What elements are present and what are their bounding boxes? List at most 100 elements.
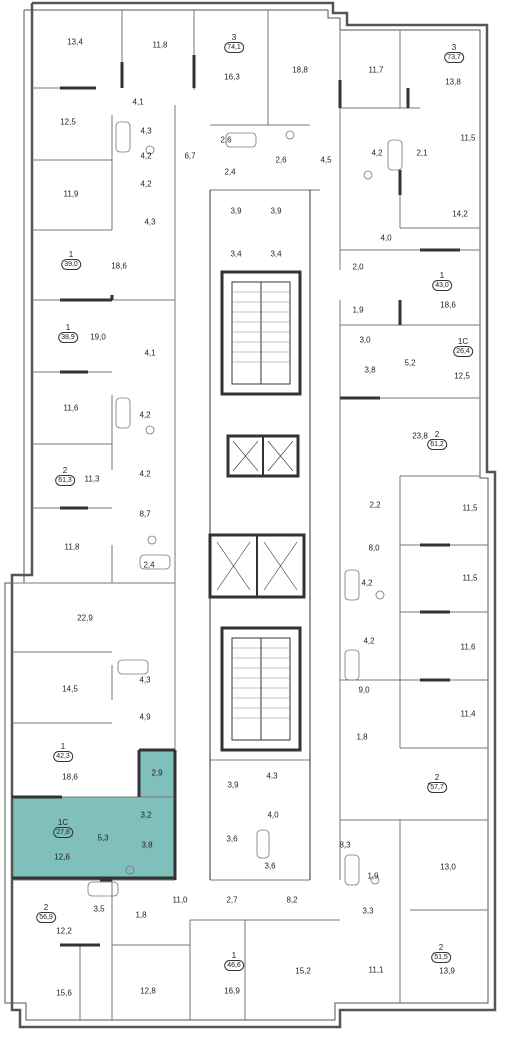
- room-area-label: 3,8: [141, 840, 153, 850]
- room-area-label: 1,9: [367, 871, 379, 881]
- apartment-total-area: 26,4: [453, 346, 473, 357]
- apartment-total-area: 57,7: [427, 782, 447, 793]
- room-area-label: 18,6: [62, 772, 78, 782]
- room-area-label: 4,2: [371, 148, 383, 158]
- room-area-label: 3,4: [270, 249, 282, 259]
- apartment-total-area: 74,1: [224, 42, 244, 53]
- apartment-total-area: 61,3: [55, 475, 75, 486]
- room-area-label: 15,2: [295, 966, 311, 976]
- apartment-rooms-count: 3: [451, 43, 457, 52]
- room-area-label: 2,4: [224, 167, 236, 177]
- room-area-label: 4,0: [380, 233, 392, 243]
- room-area-label: 3,5: [93, 904, 105, 914]
- room-area-label: 4,2: [363, 636, 375, 646]
- core: [208, 190, 311, 880]
- room-area-label: 1,8: [356, 732, 368, 742]
- apartment-total-area: 46,6: [224, 960, 244, 971]
- apartment-rooms-count: 2: [43, 903, 49, 912]
- room-area-label: 11,8: [64, 542, 80, 552]
- room-area-label: 12,5: [60, 117, 76, 127]
- room-area-label: 2,0: [352, 262, 364, 272]
- room-area-label: 22,9: [77, 613, 93, 623]
- room-area-label: 3,2: [140, 810, 152, 820]
- highlighted-apartment-fill[interactable]: [12, 750, 175, 878]
- apartment-rooms-count: 1С: [457, 337, 469, 346]
- room-area-label: 4,1: [132, 97, 144, 107]
- apartment-rooms-count: 2: [434, 773, 440, 782]
- room-area-label: 12,8: [140, 986, 156, 996]
- room-area-label: 9,0: [358, 685, 370, 695]
- room-area-label: 3,8: [364, 365, 376, 375]
- room-area-label: 4,3: [266, 771, 278, 781]
- room-area-label: 4,2: [140, 179, 152, 189]
- room-area-label: 4,1: [144, 348, 156, 358]
- room-area-label: 4,2: [140, 151, 152, 161]
- room-area-label: 2,6: [275, 155, 287, 165]
- room-area-label: 3,3: [362, 906, 374, 916]
- room-area-label: 4,3: [144, 217, 156, 227]
- room-area-label: 3,4: [230, 249, 242, 259]
- room-area-label: 11,7: [368, 65, 384, 75]
- room-area-label: 1,9: [352, 305, 364, 315]
- room-area-label: 13,9: [439, 966, 455, 976]
- room-area-label: 2,4: [143, 560, 155, 570]
- apartment-rooms-count: 1: [60, 742, 66, 751]
- room-area-label: 15,6: [56, 988, 72, 998]
- room-area-label: 18,6: [111, 261, 127, 271]
- room-area-label: 16,9: [224, 986, 240, 996]
- heavy-walls: [12, 55, 460, 947]
- room-area-label: 18,8: [292, 65, 308, 75]
- room-area-label: 8,2: [286, 895, 298, 905]
- apartment-rooms-count: 2: [434, 430, 440, 439]
- apartment-total-area: 73,7: [444, 52, 464, 63]
- room-area-label: 13,4: [67, 37, 83, 47]
- room-area-label: 8,7: [139, 509, 151, 519]
- stair-treads: [232, 291, 290, 719]
- apartment-rooms-count: 3: [231, 33, 237, 42]
- room-area-label: 3,0: [359, 335, 371, 345]
- room-area-label: 8,3: [339, 840, 351, 850]
- apartment-total-area: 38,9: [58, 332, 78, 343]
- room-area-label: 11,6: [460, 642, 476, 652]
- room-area-label: 11,3: [84, 474, 100, 484]
- room-area-label: 1,8: [135, 910, 147, 920]
- apartment-rooms-count: 1С: [57, 818, 69, 827]
- room-area-label: 3,9: [227, 780, 239, 790]
- room-area-label: 23,8: [412, 431, 428, 441]
- room-area-label: 2,2: [369, 500, 381, 510]
- apartment-rooms-count: 1: [439, 271, 445, 280]
- bathroom-fixtures: [87, 121, 403, 897]
- room-area-label: 4,2: [139, 410, 151, 420]
- room-area-label: 11,9: [63, 189, 79, 199]
- room-area-label: 11,5: [460, 133, 476, 143]
- room-area-label: 3,6: [226, 834, 238, 844]
- room-area-label: 5,2: [404, 358, 416, 368]
- room-area-label: 8,0: [368, 543, 380, 553]
- room-area-label: 4,0: [267, 810, 279, 820]
- room-area-label: 4,9: [139, 712, 151, 722]
- room-area-label: 11,1: [368, 965, 384, 975]
- room-area-label: 13,8: [445, 77, 461, 87]
- room-area-label: 3,9: [270, 206, 282, 216]
- room-area-label: 3,6: [264, 861, 276, 871]
- apartment-rooms-count: 2: [62, 466, 68, 475]
- apartment-total-area: 27,8: [53, 827, 73, 838]
- room-area-label: 11,5: [462, 503, 478, 513]
- outer-walls: [4, 1, 497, 1029]
- apartment-total-area: 39,0: [61, 259, 81, 270]
- room-area-label: 12,6: [54, 852, 70, 862]
